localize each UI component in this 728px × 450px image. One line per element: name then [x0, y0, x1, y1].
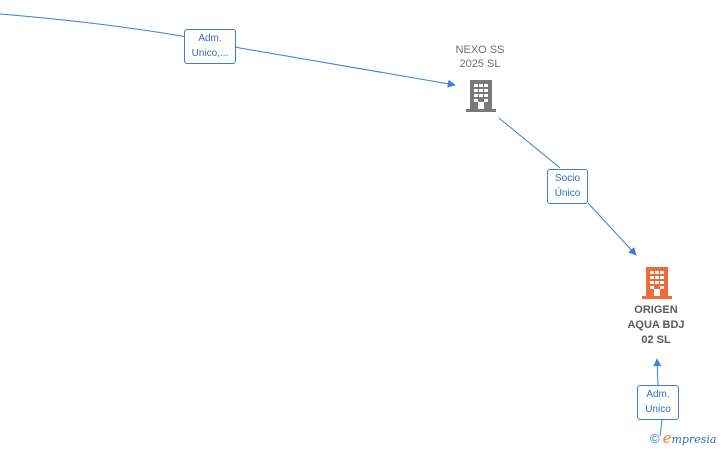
node-nexo-name-line1: NEXO SS [455, 44, 505, 56]
edge-label-bottom-line2: Unico [645, 404, 671, 415]
node-nexo-name[interactable]: NEXO SS 2025 SL [440, 43, 520, 71]
edge-label-bottom: Adm. Unico [637, 385, 679, 420]
node-origen-name-line3: 02 SL [641, 334, 671, 346]
brand-logo: ©empresia [650, 428, 716, 448]
edge-label-top-line1: Adm. [198, 33, 222, 44]
edge-label-top: Adm. Unico,... [184, 29, 236, 64]
edge-label-bottom-line1: Adm. [646, 389, 670, 400]
node-origen-name[interactable]: ORIGEN AQUA BDJ 02 SL [614, 303, 698, 348]
edge-middle [498, 117, 636, 255]
brand-rest: mpresia [671, 433, 717, 446]
edge-label-middle: Socio Único [547, 169, 588, 204]
node-nexo-name-line2: 2025 SL [459, 58, 501, 70]
brand-e: e [662, 429, 672, 447]
building-icon[interactable] [642, 265, 672, 299]
building-icon[interactable] [466, 78, 496, 112]
copyright-icon: © [650, 431, 660, 446]
edge-label-middle-line2: Único [554, 188, 581, 199]
node-origen-name-line1: ORIGEN [634, 304, 678, 316]
edge-bottom [657, 359, 662, 437]
edge-label-middle-line1: Socio [554, 173, 580, 184]
edge-label-top-line2: Unico,... [191, 48, 229, 59]
node-origen-name-line2: AQUA BDJ [627, 319, 685, 331]
